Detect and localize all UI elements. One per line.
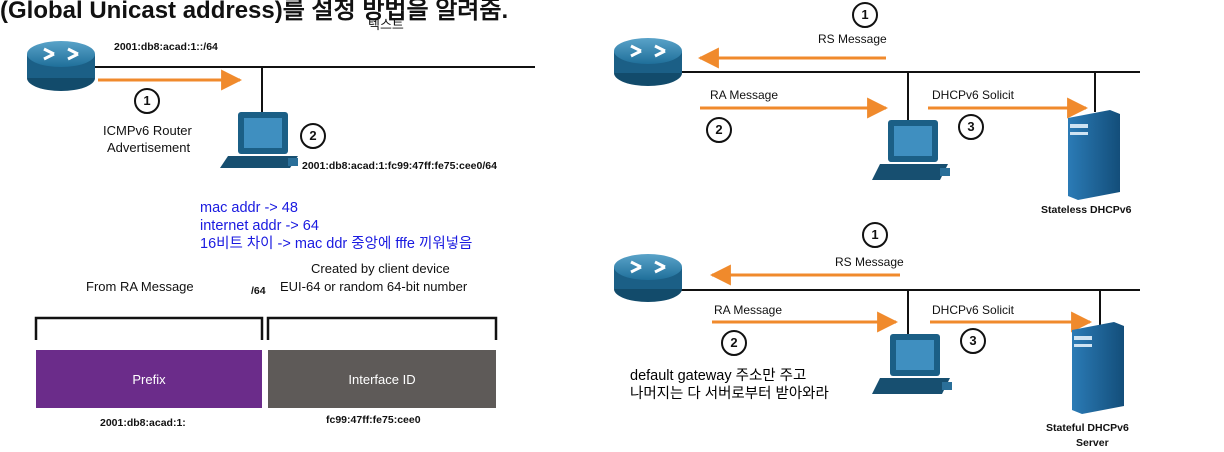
caption-text: 텍스트 bbox=[368, 14, 404, 33]
stateful-server-label-line1: Stateful DHCPv6 bbox=[1046, 422, 1129, 434]
note-line-1: mac addr -> 48 bbox=[200, 200, 298, 217]
stateless-server-label: Stateless DHCPv6 bbox=[1041, 204, 1131, 216]
stateful-ra-label: RA Message bbox=[714, 303, 782, 317]
note-line-2: internet addr -> 64 bbox=[200, 218, 319, 235]
stateless-rs-label: RS Message bbox=[818, 32, 887, 46]
pc-icon bbox=[872, 120, 950, 180]
host-address: 2001:db8:acad:1:fc99:47ff:fe75:cee0/64 bbox=[302, 160, 497, 172]
router-icon bbox=[614, 254, 682, 302]
router-icon bbox=[27, 41, 95, 91]
router-icon bbox=[614, 38, 682, 86]
from-ra-label: From RA Message bbox=[86, 279, 194, 294]
prefix-box: Prefix bbox=[36, 350, 262, 408]
stateless-dhcp-label: DHCPv6 Solicit bbox=[932, 88, 1014, 102]
stateful-step-2-badge: 2 bbox=[721, 330, 747, 356]
prefix-value: 2001:db8:acad:1: bbox=[100, 417, 186, 429]
created-by-line1: Created by client device bbox=[311, 261, 450, 276]
server-icon bbox=[1068, 110, 1120, 200]
slash-64-label: /64 bbox=[251, 285, 266, 297]
stateful-rs-label: RS Message bbox=[835, 255, 904, 269]
network-prefix: 2001:db8:acad:1::/64 bbox=[114, 41, 218, 53]
prefix-box-label: Prefix bbox=[132, 372, 165, 387]
interface-id-box-label: Interface ID bbox=[348, 372, 415, 387]
stateful-note-line1: default gateway 주소만 주고 bbox=[630, 368, 806, 385]
stateless-step-1-badge: 1 bbox=[852, 2, 878, 28]
pc-icon bbox=[872, 334, 952, 394]
pc-icon bbox=[220, 112, 298, 168]
interface-id-value: fc99:47ff:fe75:cee0 bbox=[326, 414, 421, 426]
created-by-line2: EUI-64 or random 64-bit number bbox=[280, 279, 467, 294]
server-icon bbox=[1072, 322, 1124, 414]
stateful-dhcp-label: DHCPv6 Solicit bbox=[932, 303, 1014, 317]
step-2-badge: 2 bbox=[300, 123, 326, 149]
step-1-badge: 1 bbox=[134, 88, 160, 114]
stateless-ra-label: RA Message bbox=[710, 88, 778, 102]
stateful-note-line2: 나머지는 다 서버로부터 받아와라 bbox=[630, 386, 829, 403]
ra-label-line2: Advertisement bbox=[107, 140, 190, 155]
stateless-step-3-badge: 3 bbox=[958, 114, 984, 140]
page-title: (Global Unicast address)를 설정 방법을 알려줌. bbox=[0, 0, 508, 25]
note-line-3: 16비트 차이 -> mac ddr 중앙에 fffe 끼워넣음 bbox=[200, 236, 472, 253]
stateful-server-label-line2: Server bbox=[1076, 437, 1109, 449]
stateful-step-3-badge: 3 bbox=[960, 328, 986, 354]
stateless-step-2-badge: 2 bbox=[706, 117, 732, 143]
ra-label-line1: ICMPv6 Router bbox=[103, 123, 192, 138]
interface-id-box: Interface ID bbox=[268, 350, 496, 408]
stateful-step-1-badge: 1 bbox=[862, 222, 888, 248]
